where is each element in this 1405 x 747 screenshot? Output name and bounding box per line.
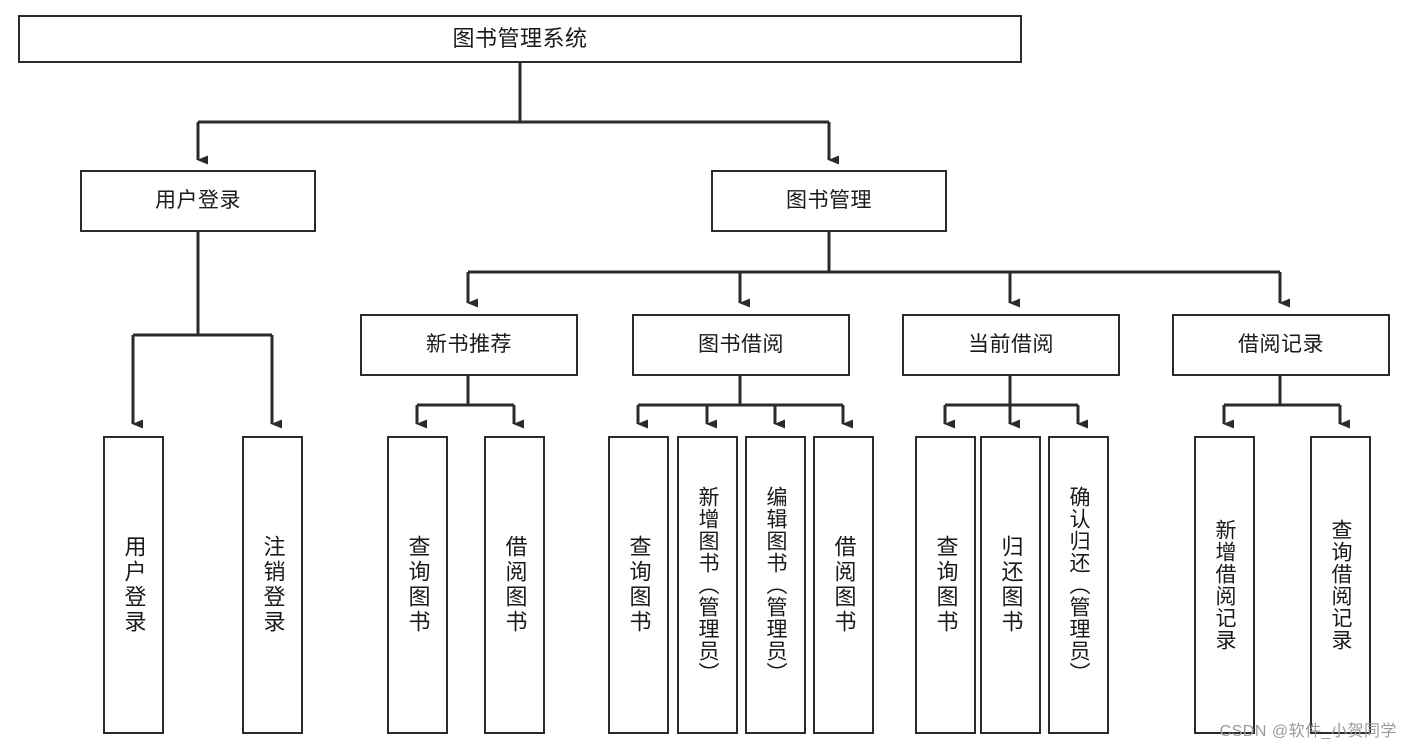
node-user-login[interactable]: 用户登录 [80, 170, 316, 232]
node-leaf-confirm-return-admin[interactable]: 确认归还（管理员） [1048, 436, 1109, 734]
node-label: 图书管理 [786, 188, 872, 212]
node-label: 新增图书（管理员） [696, 486, 719, 684]
node-label: 查询借阅记录 [1329, 519, 1352, 651]
node-leaf-add-book-admin[interactable]: 新增图书（管理员） [677, 436, 738, 734]
node-leaf-logout-login[interactable]: 注销登录 [242, 436, 303, 734]
node-book-borrow[interactable]: 图书借阅 [632, 314, 850, 376]
node-label: 新书推荐 [426, 332, 512, 356]
node-label: 编辑图书（管理员） [764, 486, 787, 684]
node-leaf-borrow-book-rec[interactable]: 借阅图书 [484, 436, 545, 734]
node-leaf-query-borrow-record[interactable]: 查询借阅记录 [1310, 436, 1371, 734]
node-leaf-user-login[interactable]: 用户登录 [103, 436, 164, 734]
node-current-borrow[interactable]: 当前借阅 [902, 314, 1120, 376]
node-label: 用户登录 [155, 188, 241, 212]
node-label: 借阅记录 [1238, 332, 1324, 356]
node-label: 图书借阅 [698, 332, 784, 356]
node-leaf-query-book-rec[interactable]: 查询图书 [387, 436, 448, 734]
node-leaf-add-borrow-record[interactable]: 新增借阅记录 [1194, 436, 1255, 734]
node-label: 查询图书 [933, 535, 959, 635]
node-borrow-record[interactable]: 借阅记录 [1172, 314, 1390, 376]
node-label: 图书管理系统 [452, 26, 588, 52]
node-label: 归还图书 [998, 535, 1024, 635]
node-leaf-borrow-book-borrow[interactable]: 借阅图书 [813, 436, 874, 734]
node-label: 查询图书 [626, 535, 652, 635]
node-leaf-return-book[interactable]: 归还图书 [980, 436, 1041, 734]
node-label: 查询图书 [405, 535, 431, 635]
node-label: 注销登录 [260, 535, 286, 635]
node-new-book-recommend[interactable]: 新书推荐 [360, 314, 578, 376]
node-root-system[interactable]: 图书管理系统 [18, 15, 1022, 63]
csdn-watermark: CSDN @软件_小贺同学 [1219, 723, 1397, 740]
node-label: 借阅图书 [831, 535, 857, 635]
node-leaf-edit-book-admin[interactable]: 编辑图书（管理员） [745, 436, 806, 734]
node-label: 用户登录 [121, 535, 147, 635]
node-label: 借阅图书 [502, 535, 528, 635]
node-book-manage[interactable]: 图书管理 [711, 170, 947, 232]
node-leaf-query-book-borrow[interactable]: 查询图书 [608, 436, 669, 734]
node-label: 确认归还（管理员） [1067, 486, 1090, 684]
node-leaf-query-book-current[interactable]: 查询图书 [915, 436, 976, 734]
node-label: 当前借阅 [968, 332, 1054, 356]
node-label: 新增借阅记录 [1213, 519, 1236, 651]
